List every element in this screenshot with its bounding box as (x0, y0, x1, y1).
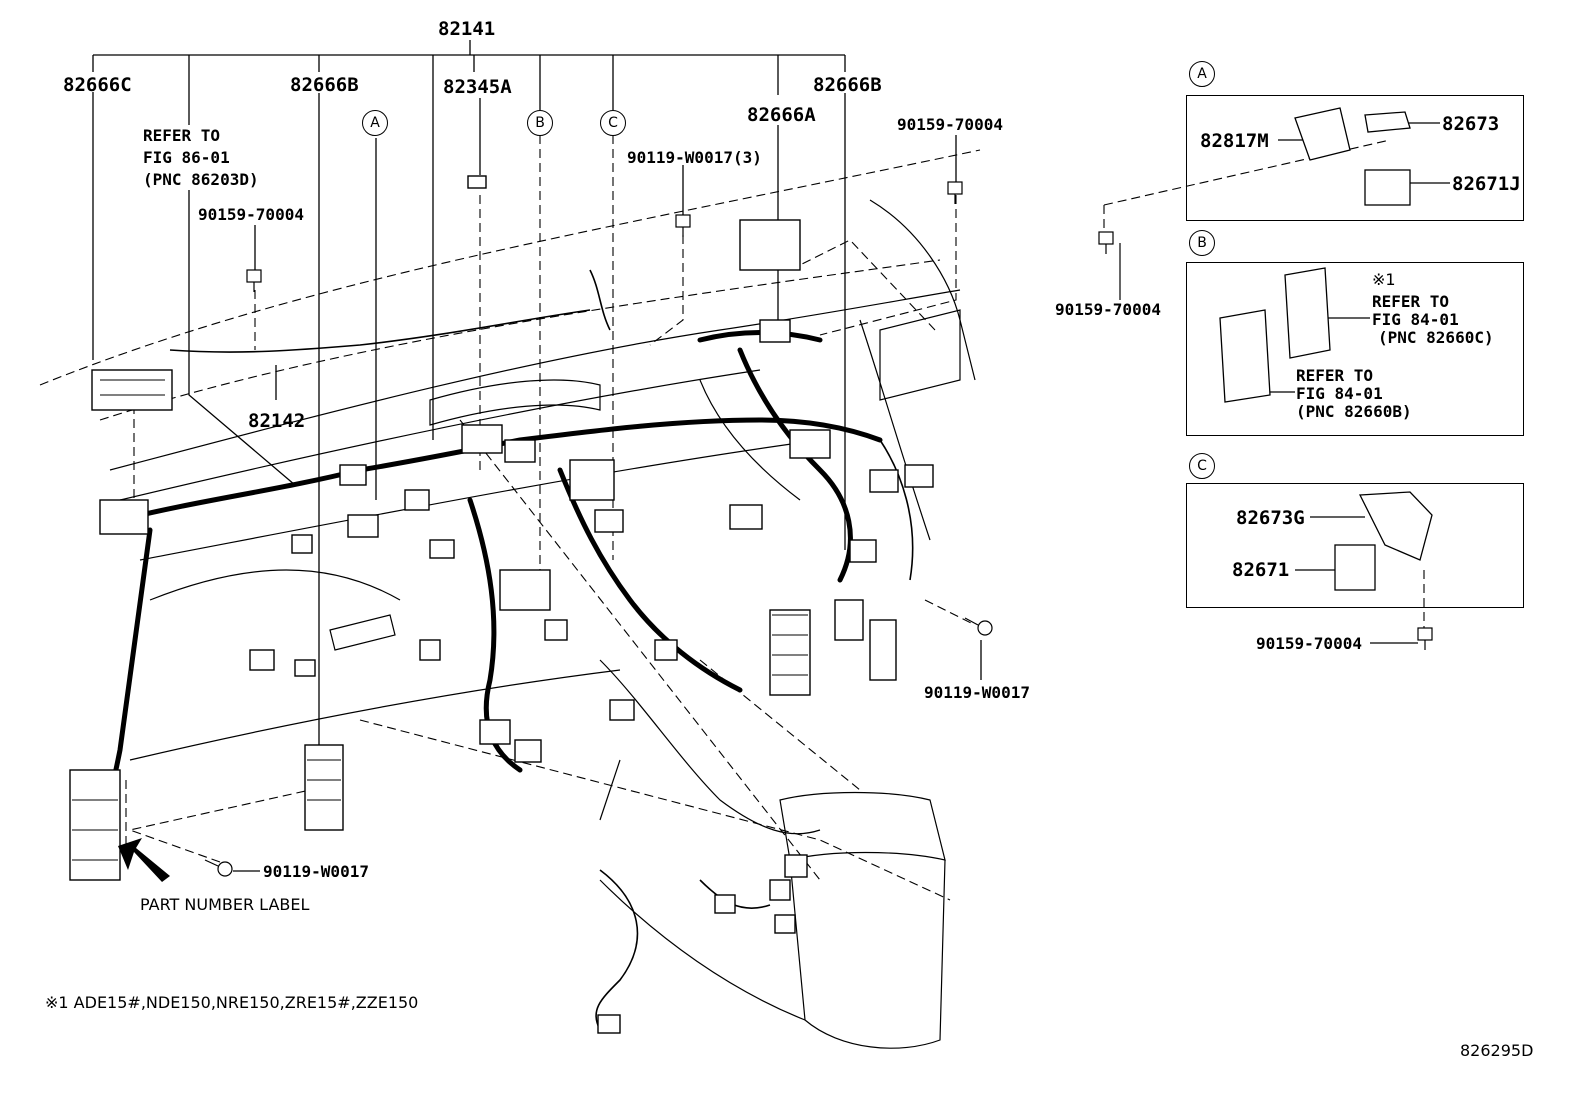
part-82673g-label: 82673G (1236, 507, 1305, 529)
part-82666a-label: 82666A (747, 104, 816, 126)
callout-c: C (600, 110, 626, 136)
arrow-icon (118, 838, 170, 882)
part-number-label-caption: PART NUMBER LABEL (140, 895, 310, 914)
inset-a-marker: A (1189, 61, 1215, 87)
part-82141-label: 82141 (438, 18, 496, 40)
part-82671-label: 82671 (1232, 559, 1290, 581)
inset-b-marker: B (1189, 230, 1215, 256)
refer-84-b-line2: FIG 84-01 (1296, 384, 1383, 403)
inset-c-marker: C (1189, 453, 1215, 479)
bolt-90119-right-label: 90119-W0017 (924, 683, 1030, 702)
refer-84-b-line1: REFER TO (1296, 366, 1374, 385)
inset-c-box (1186, 483, 1524, 608)
part-82142-label: 82142 (248, 410, 306, 432)
refer-86-line1: REFER TO (143, 126, 221, 145)
refer-84-b-line3: (PNC 82660B) (1296, 402, 1412, 421)
footnote: ※1 ADE15#,NDE150,NRE150,ZRE15#,ZZE150 (45, 993, 419, 1012)
bolt-90159-inset-a-label: 90159-70004 (1055, 300, 1161, 319)
part-82666c-label: 82666C (63, 74, 132, 96)
refer-84-c-line1: REFER TO (1372, 292, 1450, 311)
bolt-90119-3-label: 90119-W0017(3) (627, 148, 762, 167)
refer-86-line2: FIG 86-01 (143, 148, 230, 167)
note-mark-1: ※1 (1372, 270, 1396, 289)
refer-84-c-line3: (PNC 82660C) (1378, 328, 1494, 347)
part-82817m-label: 82817M (1200, 130, 1269, 152)
part-82345a-label: 82345A (443, 76, 512, 98)
callout-b: B (527, 110, 553, 136)
bolt-90159-top-right-label: 90159-70004 (897, 115, 1003, 134)
part-82671j-label: 82671J (1452, 173, 1521, 195)
part-82673-label: 82673 (1442, 113, 1500, 135)
bolt-90159-left-label: 90159-70004 (198, 205, 304, 224)
part-82666b-right-label: 82666B (813, 74, 882, 96)
bolt-90119-bottom-label: 90119-W0017 (263, 862, 369, 881)
part-82666b-left-label: 82666B (290, 74, 359, 96)
callout-a: A (362, 110, 388, 136)
refer-84-c-line2: FIG 84-01 (1372, 310, 1459, 329)
figure-code: 826295D (1460, 1041, 1534, 1060)
inset-b-box (1186, 262, 1524, 436)
refer-86-line3: (PNC 86203D) (143, 170, 259, 189)
bolt-90159-inset-c-label: 90159-70004 (1256, 634, 1362, 653)
inset-a-box (1186, 95, 1524, 221)
